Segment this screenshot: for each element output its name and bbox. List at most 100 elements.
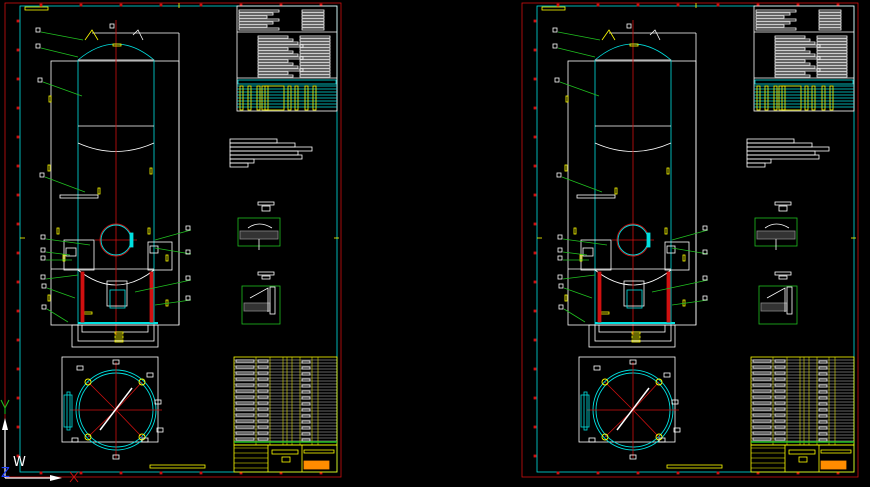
weld-symbol: [247, 223, 273, 229]
cad-entity: [257, 365, 269, 369]
text-line: [257, 71, 289, 75]
cad-entity: [257, 413, 269, 417]
border-tick: [16, 309, 20, 313]
cad-entity: [269, 286, 276, 315]
balloon-label: [41, 304, 47, 310]
parts-text: [235, 395, 255, 399]
revision-block: [236, 5, 338, 112]
parts-text: [235, 383, 255, 387]
plan-label: [141, 437, 149, 443]
parts-text: [235, 425, 255, 429]
text-line: [238, 12, 274, 16]
cad-entity: [257, 389, 269, 393]
plan-nozzle: [99, 387, 133, 431]
text-line: [257, 74, 294, 78]
balloon-label: [40, 274, 46, 280]
border-tick: [16, 367, 20, 371]
cad-entity: [301, 372, 311, 376]
plan-label: [154, 399, 162, 405]
cad-entity: [257, 431, 269, 435]
text-line: [299, 53, 331, 57]
note-text: [229, 138, 278, 144]
plan-label: [156, 427, 164, 433]
balloon-label: [185, 249, 191, 255]
skirt-line: [149, 271, 154, 323]
text-line: [257, 56, 304, 60]
text-line: [301, 12, 325, 16]
text-line: [299, 38, 331, 42]
anchor-bolt: [84, 378, 92, 386]
parts-text: [235, 365, 255, 369]
balloon-label: [35, 27, 41, 33]
nozzle-label: [109, 23, 115, 29]
border-tick: [199, 471, 203, 475]
balloon-label: [39, 172, 45, 178]
cad-entity: [301, 360, 311, 364]
cad-entity: [257, 401, 269, 405]
text-line: [257, 68, 304, 72]
cad-entity: [301, 366, 311, 370]
cad-entity: [301, 378, 311, 382]
cad-entity: [114, 339, 124, 343]
manway-flange: [129, 232, 134, 248]
table-header: [237, 79, 337, 85]
balloon-label: [41, 283, 47, 289]
text-line: [257, 38, 294, 42]
balloon-label: [40, 247, 46, 253]
drawing-sheet: [4, 2, 342, 478]
border-tick: [159, 3, 163, 7]
anchor-bolt: [138, 378, 146, 386]
text-line: [299, 74, 331, 78]
note-text: [229, 162, 249, 168]
border-tick: [79, 3, 83, 7]
border-tick: [16, 251, 20, 255]
text-line: [257, 41, 299, 45]
cad-entity: [83, 311, 93, 315]
text-line: [299, 41, 331, 45]
cad-entity: [257, 383, 269, 387]
cad-entity: [257, 371, 269, 375]
detail-2-frame: [241, 285, 281, 325]
plan-label: [112, 359, 120, 365]
cad-entity: [301, 390, 311, 394]
cad-entity: [66, 391, 71, 431]
frame-label: [24, 6, 49, 11]
cad-entity: [81, 324, 149, 333]
border-tick: [16, 454, 20, 458]
plan-view-frame: [61, 356, 159, 443]
text-line: [299, 62, 331, 66]
cad-entity: [301, 396, 311, 400]
balloon-label: [185, 275, 191, 281]
detail-label: [257, 201, 275, 206]
text-line: [299, 50, 331, 54]
plan-label: [146, 372, 154, 378]
side-platform: [147, 241, 173, 271]
dim-text: [47, 294, 51, 302]
text-line: [238, 18, 280, 22]
sheet-border: [4, 2, 342, 478]
border-tick: [119, 471, 123, 475]
border-tick: [16, 106, 20, 110]
text-line: [299, 44, 331, 48]
dim-text: [47, 164, 51, 172]
parts-text: [235, 419, 255, 423]
parts-text: [235, 401, 255, 405]
parts-text: [235, 389, 255, 393]
text-line: [257, 53, 299, 57]
border-tick: [16, 77, 20, 81]
balloon-label: [35, 43, 41, 49]
leader-line: [45, 238, 91, 246]
border-tick: [159, 471, 163, 475]
top-nozzle: [84, 29, 99, 41]
text-line: [301, 9, 325, 13]
text-line: [257, 59, 289, 63]
balloon-label: [37, 77, 43, 83]
dim-text: [165, 254, 169, 262]
text-line: [257, 65, 299, 69]
cad-entity: [301, 408, 311, 412]
note-text: [229, 150, 299, 156]
leader-line: [40, 31, 84, 41]
border-tick: [39, 471, 43, 475]
text-line: [238, 9, 280, 13]
